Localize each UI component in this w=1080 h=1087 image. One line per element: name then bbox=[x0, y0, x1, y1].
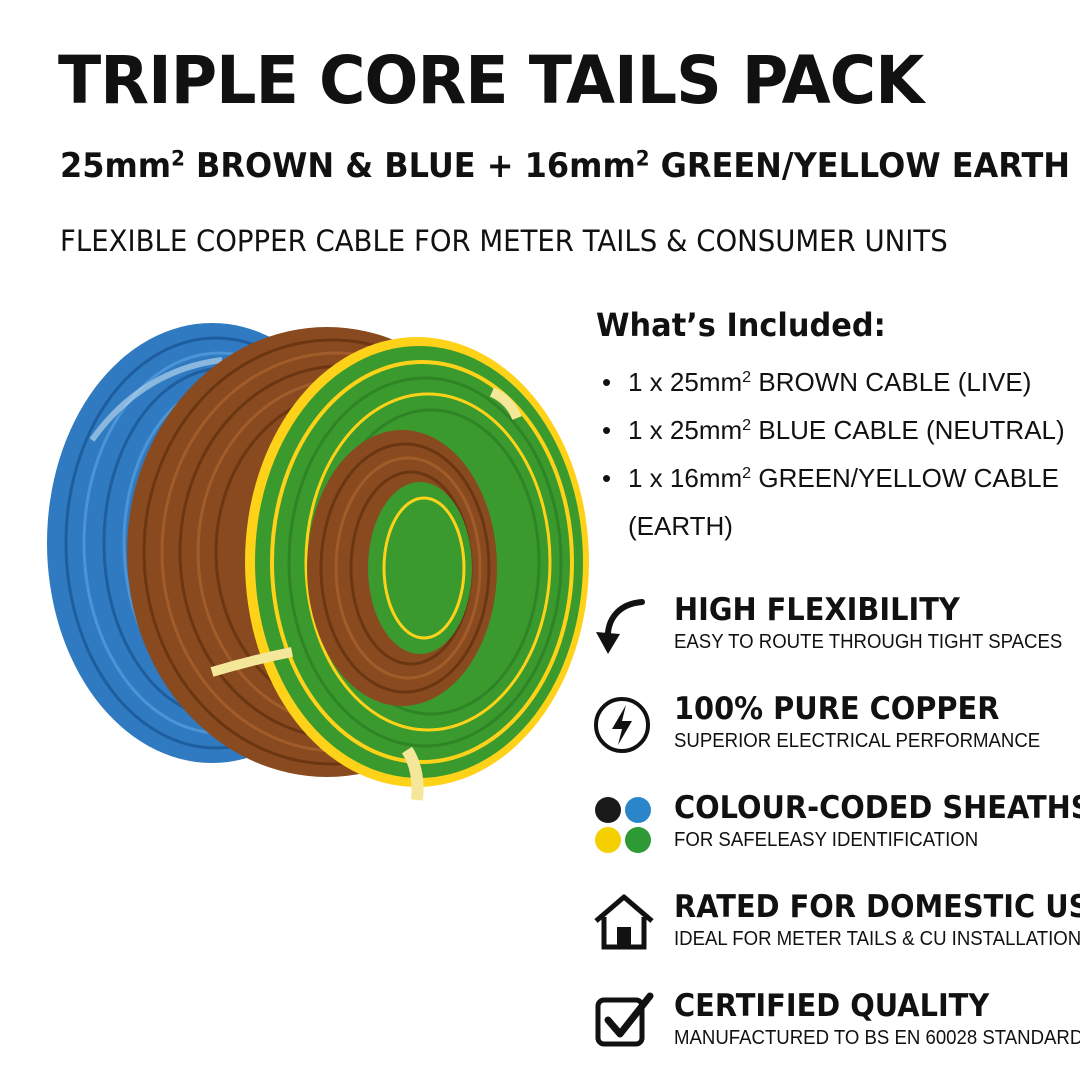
bullet-icon: • bbox=[602, 415, 612, 446]
feature-title: COLOUR-CODED SHEATHS bbox=[674, 790, 1080, 826]
subtitle-size-b: 16mm bbox=[524, 146, 636, 186]
list-item: • 1 x 25mm2 BROWN CABLE (LIVE) bbox=[596, 358, 1066, 406]
feature-description: SUPERIOR ELECTRICAL PERFORMANCE bbox=[674, 730, 1041, 752]
feature-certified-quality: CERTIFIED QUALITY MANUFACTURED TO BS EN … bbox=[592, 988, 1080, 1087]
green-yellow-cable-coil bbox=[210, 337, 589, 801]
subtitle-size-a: 25mm bbox=[60, 146, 172, 186]
feature-description: IDEAL FOR METER TAILS & CU INSTALLATIONS bbox=[674, 928, 1080, 950]
item-sup: 2 bbox=[742, 416, 752, 435]
page-subtitle: 25mm2 BROWN & BLUE + 16mm2 GREEN/YELLOW … bbox=[60, 145, 1070, 187]
whats-included-section: What’s Included: •1 x 25mm2 BROWN CABLE … bbox=[596, 306, 1066, 550]
bullet-icon: • bbox=[602, 463, 612, 494]
feature-title: 100% PURE COPPER bbox=[674, 691, 1000, 727]
list-item: • 1 x 25mm2 BLUE CABLE (NEUTRAL) bbox=[596, 406, 1066, 454]
item-sup: 2 bbox=[742, 464, 752, 483]
page-title: TRIPLE CORE TAILS PACK bbox=[58, 42, 924, 119]
subtitle-sup-b: 2 bbox=[635, 145, 650, 171]
feature-flexibility: HIGH FLEXIBILITY EASY TO ROUTE THROUGH T… bbox=[592, 592, 1080, 691]
feature-title: CERTIFIED QUALITY bbox=[674, 988, 990, 1024]
list-item: • 1 x 16mm2 GREEN/YELLOW CABLE (EARTH) bbox=[596, 454, 1066, 550]
cable-coils-image bbox=[47, 323, 589, 801]
feature-description: MANUFACTURED TO BS EN 60028 STANDARDS bbox=[674, 1027, 1080, 1049]
whats-included-heading: What’s Included: bbox=[596, 306, 886, 344]
whats-included-list: •1 x 25mm2 BROWN CABLE (LIVE) •1 x 25mm2… bbox=[596, 358, 1066, 550]
colour-dots-icon bbox=[592, 790, 656, 854]
feature-title: RATED FOR DOMESTIC USE bbox=[674, 889, 1080, 925]
feature-description: EASY TO ROUTE THROUGH TIGHT SPACES bbox=[674, 631, 1063, 653]
house-icon bbox=[592, 889, 656, 953]
item-text: 1 x 25mm bbox=[628, 415, 743, 446]
item-text: BLUE CABLE (NEUTRAL) bbox=[751, 415, 1065, 446]
item-text-continued: (EARTH) bbox=[628, 511, 733, 542]
checkbox-tick-icon bbox=[592, 988, 656, 1052]
subtitle-part-b: GREEN/YELLOW EARTH bbox=[649, 146, 1071, 186]
item-text: 1 x 16mm bbox=[628, 463, 743, 494]
item-text: 1 x 25mm bbox=[628, 367, 743, 398]
tagline: FLEXIBLE COPPER CABLE FOR METER TAILS & … bbox=[60, 224, 948, 258]
feature-pure-copper: 100% PURE COPPER SUPERIOR ELECTRICAL PER… bbox=[592, 691, 1080, 790]
features-list: HIGH FLEXIBILITY EASY TO ROUTE THROUGH T… bbox=[592, 592, 1080, 1087]
subtitle-sup-a: 2 bbox=[171, 145, 185, 171]
subtitle-part-a: BROWN & BLUE + bbox=[184, 146, 525, 186]
feature-title: HIGH FLEXIBILITY bbox=[674, 592, 960, 628]
item-text: BROWN CABLE (LIVE) bbox=[751, 367, 1032, 398]
bullet-icon: • bbox=[602, 367, 612, 398]
curved-arrow-icon bbox=[592, 592, 656, 656]
feature-domestic-use: RATED FOR DOMESTIC USE IDEAL FOR METER T… bbox=[592, 889, 1080, 988]
item-text: GREEN/YELLOW CABLE bbox=[751, 463, 1059, 494]
feature-colour-coded: COLOUR-CODED SHEATHS FOR SAFELEASY IDENT… bbox=[592, 790, 1080, 889]
lightning-bolt-icon bbox=[592, 691, 656, 755]
feature-description: FOR SAFELEASY IDENTIFICATION bbox=[674, 829, 979, 851]
item-sup: 2 bbox=[742, 368, 752, 387]
